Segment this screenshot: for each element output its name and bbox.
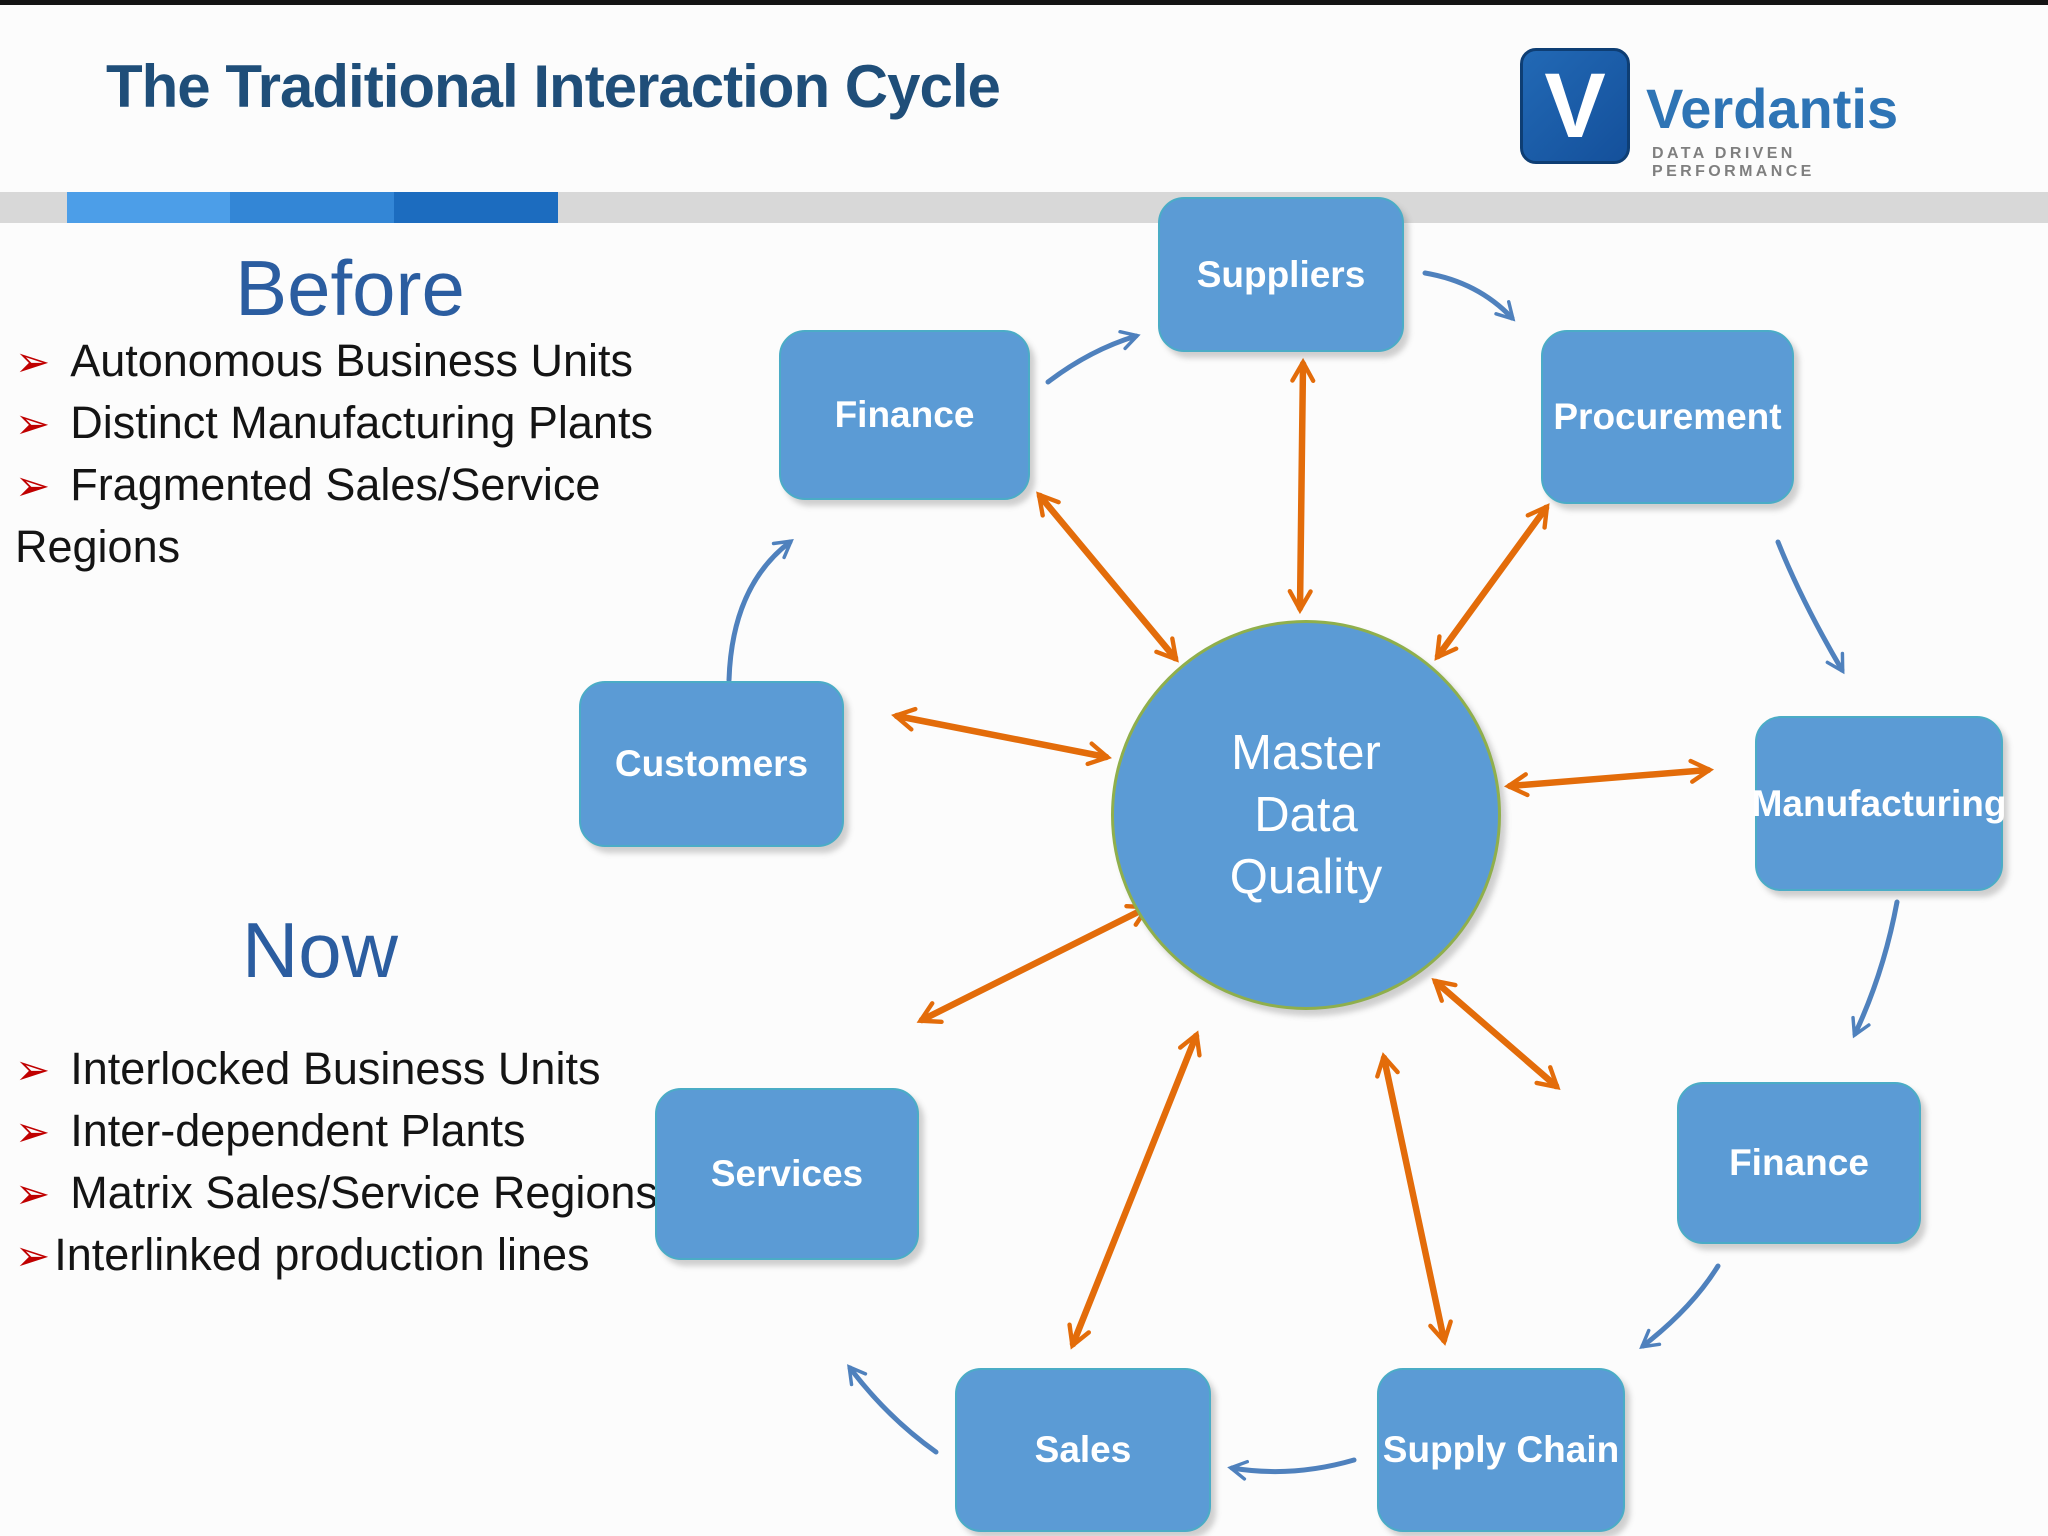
- cycle-arrow-manufacturing-finance: [1851, 899, 1900, 1039]
- node-manufacturing: Manufacturing: [1752, 716, 2006, 891]
- list-item-text: Matrix Sales/Service Regions: [70, 1167, 658, 1218]
- node-label: Manufacturing: [1751, 782, 2007, 824]
- top-border-strip: [0, 0, 2048, 5]
- hub-arrow-services: [916, 903, 1152, 1025]
- verdantis-logo-icon: V: [1520, 48, 1630, 164]
- list-item: ➢ Interlocked Business Units: [15, 1038, 775, 1100]
- before-heading: Before: [235, 244, 465, 332]
- hub-arrow-suppliers: [1287, 357, 1316, 615]
- list-item-text: Regions: [15, 521, 181, 572]
- cycle-arrow-finance-suppliers: [1045, 330, 1141, 385]
- bullet-arrow-icon: ➢: [15, 1231, 51, 1279]
- list-item: ➢ Autonomous Business Units: [15, 330, 775, 392]
- list-item-text: Fragmented Sales/Service: [70, 459, 601, 510]
- list-item-text: Interlocked Business Units: [70, 1043, 601, 1094]
- hub-arrow-finance-right: [1431, 978, 1561, 1090]
- node-procurement: Procurement: [1541, 330, 1794, 504]
- node-label: Finance: [834, 394, 975, 435]
- before-list: ➢ Autonomous Business Units ➢ Distinct M…: [15, 330, 775, 578]
- list-item: ➢ Matrix Sales/Service Regions: [15, 1162, 775, 1224]
- node-finance-topleft: Finance: [779, 330, 1030, 500]
- now-heading: Now: [241, 906, 399, 994]
- cycle-arrow-finance-supplychain: [1639, 1263, 1721, 1349]
- node-label: Finance: [1729, 1142, 1869, 1183]
- cycle-arrow-suppliers-procurement: [1422, 270, 1516, 322]
- bullet-arrow-icon: ➢: [15, 1107, 51, 1155]
- verdantis-logo: V Verdantis DATA DRIVEN PERFORMANCE: [1520, 46, 1950, 180]
- list-item: ➢ Distinct Manufacturing Plants: [15, 392, 775, 454]
- bullet-arrow-icon: ➢: [15, 399, 51, 447]
- logo-tagline: DATA DRIVEN PERFORMANCE: [1652, 145, 1815, 180]
- node-label: Sales: [1034, 1429, 1132, 1470]
- list-item: ➢ Fragmented Sales/Service: [15, 454, 775, 516]
- hub-master-data-quality: Master Data Quality: [1111, 620, 1501, 1010]
- now-list: ➢ Interlocked Business Units ➢ Inter-dep…: [15, 1038, 775, 1286]
- band-segment-medium: [230, 192, 394, 223]
- bullet-arrow-icon: ➢: [15, 461, 51, 509]
- cycle-arrow-supplychain-sales: [1227, 1457, 1357, 1481]
- node-finance-right: Finance: [1677, 1082, 1921, 1244]
- hub-arrow-finance-topleft: [1036, 491, 1179, 663]
- page-title: The Traditional Interaction Cycle: [106, 53, 1001, 120]
- hub-label-line: Master: [1231, 726, 1381, 780]
- node-label: Supply Chain: [1382, 1429, 1620, 1470]
- node-customers: Customers: [579, 681, 844, 847]
- list-item-text: Distinct Manufacturing Plants: [70, 397, 653, 448]
- node-label: Customers: [614, 743, 809, 784]
- list-item-text: Interlinked production lines: [54, 1229, 590, 1280]
- hub-arrow-sales: [1067, 1030, 1202, 1350]
- bullet-arrow-icon: ➢: [15, 1045, 51, 1093]
- hub-arrow-customers: [891, 706, 1112, 767]
- band-segment-dark: [394, 192, 558, 223]
- cycle-arrow-procurement-manufacturing: [1775, 539, 1845, 675]
- list-item-text: Inter-dependent Plants: [70, 1105, 526, 1156]
- list-item: ➢ Inter-dependent Plants: [15, 1100, 775, 1162]
- logo-name: Verdantis: [1646, 77, 1899, 140]
- hub-arrow-manufacturing: [1503, 758, 1715, 798]
- logo-letter: V: [1544, 55, 1606, 157]
- node-suppliers: Suppliers: [1158, 197, 1404, 352]
- bullet-arrow-icon: ➢: [15, 337, 51, 385]
- node-label: Suppliers: [1196, 253, 1366, 295]
- list-item-text: Autonomous Business Units: [70, 335, 633, 386]
- list-item: ➢ Interlinked production lines: [15, 1224, 775, 1286]
- hub-arrow-supplychain: [1375, 1052, 1453, 1346]
- band-segment-light: [67, 192, 230, 223]
- decorative-band: [0, 192, 2048, 223]
- hub-label-line: Data: [1254, 788, 1358, 842]
- hub-label-line: Quality: [1229, 850, 1383, 904]
- node-label: Procurement: [1553, 396, 1782, 437]
- bullet-arrow-icon: ➢: [15, 1169, 51, 1217]
- node-services: Services: [655, 1088, 919, 1260]
- node-label: Services: [710, 1153, 864, 1194]
- list-item: Regions: [15, 516, 775, 578]
- hub-arrow-procurement: [1434, 503, 1550, 661]
- node-sales: Sales: [955, 1368, 1211, 1532]
- node-supply-chain: Supply Chain: [1377, 1368, 1625, 1532]
- cycle-arrow-sales-services: [847, 1364, 939, 1455]
